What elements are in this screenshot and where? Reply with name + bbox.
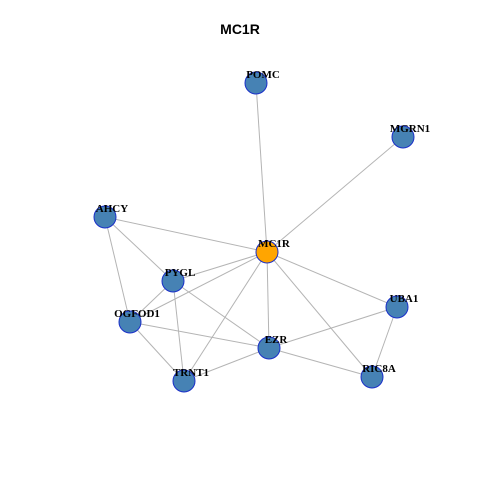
edge-mc1r-ezr xyxy=(266,251,270,349)
edge-mc1r-pygl xyxy=(172,251,268,282)
node-label-ogfod1: OGFOD1 xyxy=(114,308,160,320)
node-label-pygl: PYGL xyxy=(165,267,196,279)
edge-uba1-ric8a xyxy=(371,306,398,378)
edge-mc1r-ahcy xyxy=(104,216,268,253)
figure-title: MC1R xyxy=(220,21,260,37)
node-label-uba1: UBA1 xyxy=(390,293,419,305)
edge-mc1r-pomc xyxy=(255,82,268,253)
node-trnt1 xyxy=(172,369,196,393)
edge-mc1r-ric8a xyxy=(266,251,373,378)
node-label-trnt1: TRNT1 xyxy=(173,367,209,379)
node-pygl xyxy=(161,269,185,293)
node-ezr xyxy=(257,336,281,360)
node-label-ezr: EZR xyxy=(265,334,289,346)
node-label-ahcy: AHCY xyxy=(96,203,128,215)
edge-ezr-ric8a xyxy=(268,347,373,378)
edge-mc1r-trnt1 xyxy=(183,251,268,382)
node-label-ric8a: RIC8A xyxy=(362,363,396,375)
node-label-mc1r: MC1R xyxy=(258,238,291,250)
node-pomc xyxy=(244,71,268,95)
node-label-pomc: POMC xyxy=(246,69,280,81)
edge-pygl-ezr xyxy=(172,280,270,349)
edge-ezr-uba1 xyxy=(268,306,398,349)
edge-ahcy-pygl xyxy=(104,216,174,282)
edge-ogfod1-ezr xyxy=(129,321,270,349)
node-ogfod1 xyxy=(118,310,142,334)
node-mc1r xyxy=(255,240,279,264)
edge-mc1r-uba1 xyxy=(266,251,398,308)
edge-layer xyxy=(104,82,404,382)
node-uba1 xyxy=(385,295,409,319)
node-mgrn1 xyxy=(391,125,415,149)
node-label-mgrn1: MGRN1 xyxy=(390,123,430,135)
edge-ahcy-ogfod1 xyxy=(104,216,131,323)
edge-ezr-trnt1 xyxy=(183,347,270,382)
edge-mc1r-ogfod1 xyxy=(129,251,268,323)
edge-mc1r-mgrn1 xyxy=(266,136,404,253)
edge-ogfod1-trnt1 xyxy=(129,321,185,382)
node-ric8a xyxy=(360,365,384,389)
node-ahcy xyxy=(93,205,117,229)
